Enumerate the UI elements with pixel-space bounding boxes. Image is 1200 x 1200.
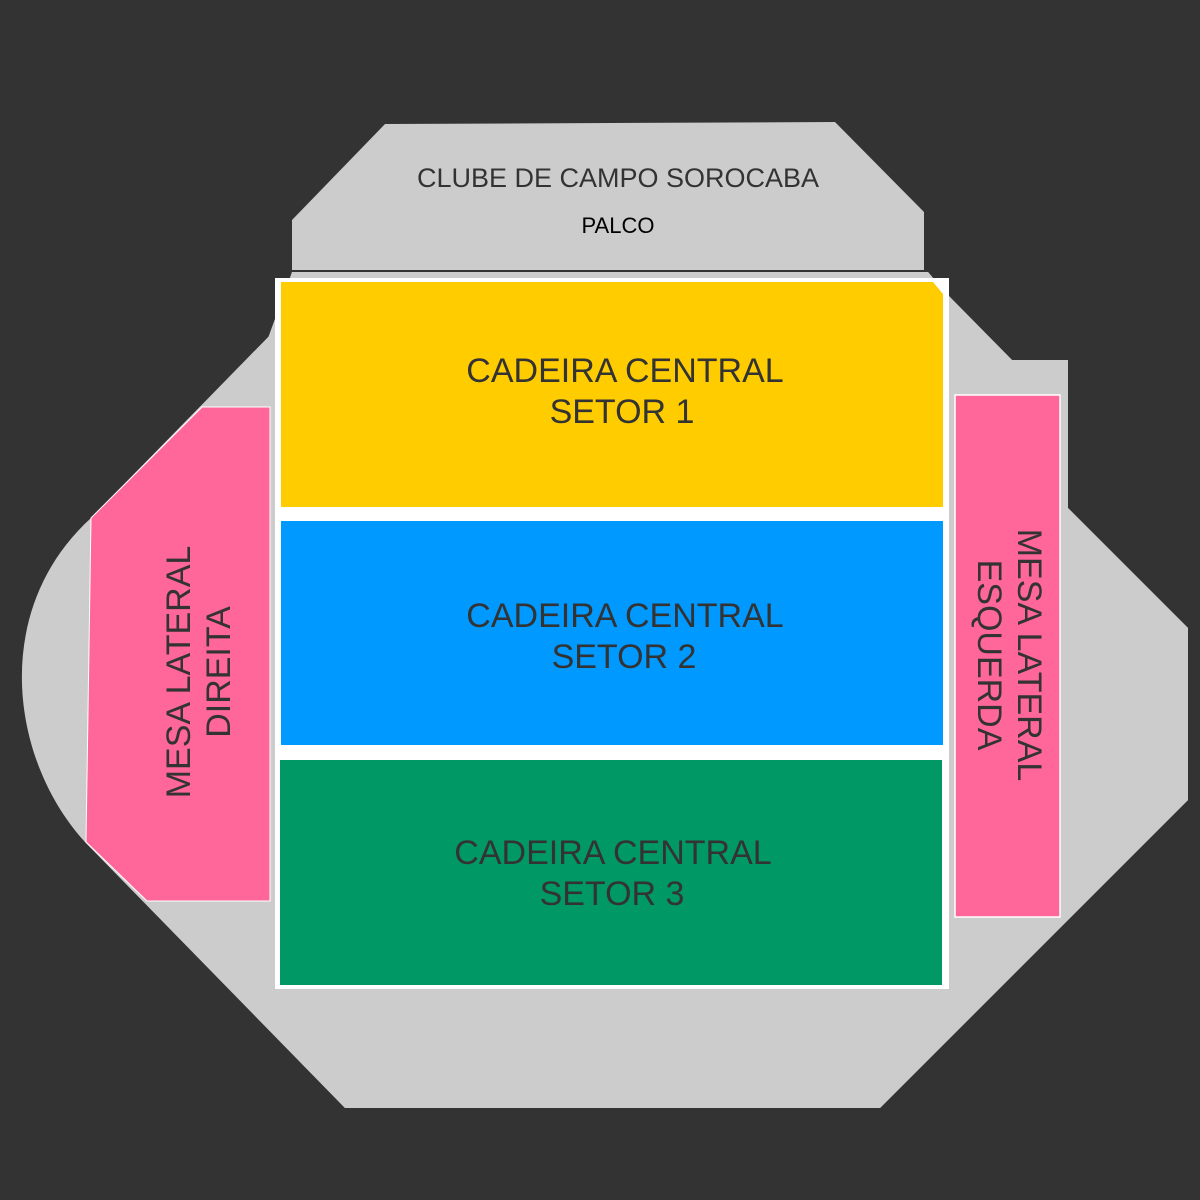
section-label: CADEIRA CENTRAL <box>466 352 783 390</box>
section-mesa-direita-area[interactable] <box>85 406 271 902</box>
venue-name: CLUBE DE CAMPO SOROCABA <box>417 163 819 193</box>
section-label: SETOR 2 <box>552 638 697 676</box>
section-label: MESA LATERAL <box>1010 529 1048 782</box>
section-setor-1-area[interactable] <box>281 282 943 507</box>
section-setor-3-area[interactable] <box>280 760 942 985</box>
section-setor-2-area[interactable] <box>281 521 943 745</box>
section-cadeira-central-setor-1[interactable]: CADEIRA CENTRAL SETOR 1 <box>281 282 943 507</box>
section-label: ESQUERDA <box>970 560 1008 751</box>
section-label: CADEIRA CENTRAL <box>454 834 771 872</box>
section-label: MESA LATERAL <box>160 546 198 799</box>
section-mesa-lateral-esquerda[interactable]: MESA LATERAL ESQUERDA <box>954 394 1061 918</box>
section-mesa-lateral-direita[interactable]: MESA LATERAL DIREITA <box>85 406 271 902</box>
section-label: DIREITA <box>200 606 238 738</box>
section-cadeira-central-setor-2[interactable]: CADEIRA CENTRAL SETOR 2 <box>281 521 943 745</box>
section-label: CADEIRA CENTRAL <box>466 597 783 635</box>
stage-palco[interactable] <box>292 122 924 270</box>
stage-label: PALCO <box>582 213 655 238</box>
section-cadeira-central-setor-3[interactable]: CADEIRA CENTRAL SETOR 3 <box>280 760 942 985</box>
section-label: SETOR 3 <box>540 875 685 913</box>
section-mesa-esquerda-area[interactable] <box>954 394 1061 918</box>
section-label: SETOR 1 <box>550 393 695 431</box>
